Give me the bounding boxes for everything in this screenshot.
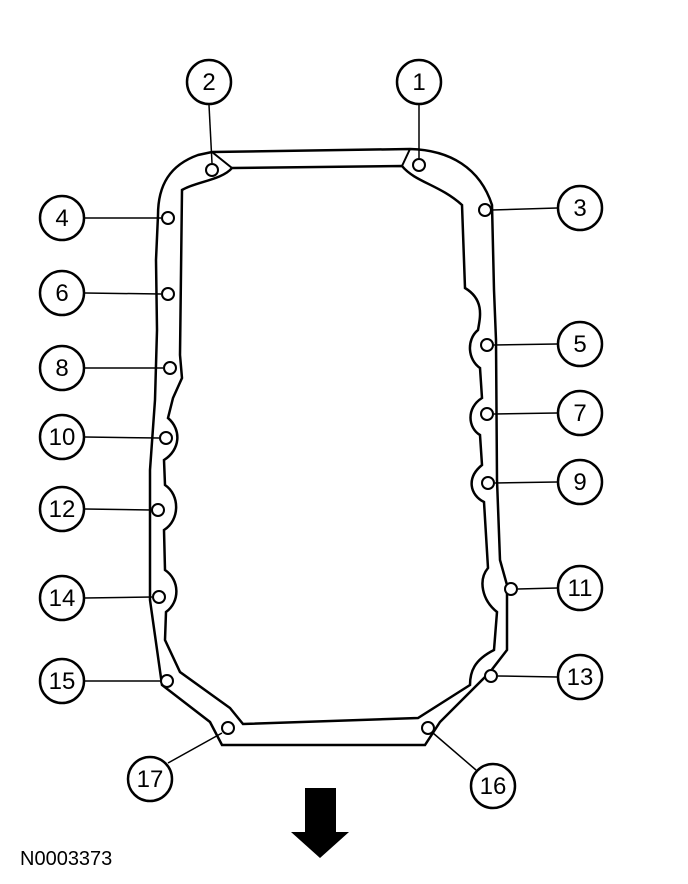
callout-circle-4 xyxy=(38,194,86,242)
bolt-callout-17: 17 xyxy=(126,721,235,803)
bolt-hole-3 xyxy=(478,203,492,217)
bolt-hole-17 xyxy=(221,721,235,735)
bolt-callout-11: 11 xyxy=(504,564,604,612)
callout-circle-6 xyxy=(38,269,86,317)
leader-line-11 xyxy=(517,587,558,590)
callout-circle-5 xyxy=(556,320,604,368)
bolt-hole-2 xyxy=(205,163,219,177)
bolt-hole-13 xyxy=(484,669,498,683)
bolt-hole-6 xyxy=(161,287,175,301)
callout-label-8: 8 xyxy=(55,355,68,382)
gasket-inner-outline xyxy=(162,164,499,726)
bolt-callout-2: 2 xyxy=(185,58,233,177)
callout-circle-8 xyxy=(38,344,86,392)
bolt-callout-4: 4 xyxy=(38,194,175,242)
callout-circle-2 xyxy=(185,58,233,106)
bolt-hole-12 xyxy=(151,503,165,517)
leader-line-10 xyxy=(84,436,160,439)
callout-circle-17 xyxy=(126,755,174,803)
callout-circle-13 xyxy=(556,653,604,701)
leader-line-7 xyxy=(493,412,558,415)
callout-label-3: 3 xyxy=(573,195,586,222)
bolt-hole-14 xyxy=(152,590,166,604)
callout-label-15: 15 xyxy=(49,668,76,695)
callout-circle-3 xyxy=(556,184,604,232)
bolt-callout-1: 1 xyxy=(395,58,443,172)
callout-label-11: 11 xyxy=(568,575,593,602)
leader-line-6 xyxy=(84,292,162,295)
callout-circle-15 xyxy=(38,657,86,705)
bolt-hole-4 xyxy=(161,211,175,225)
bolt-callout-15: 15 xyxy=(38,657,174,705)
callout-label-10: 10 xyxy=(49,424,76,451)
callout-label-13: 13 xyxy=(567,664,594,691)
bolt-hole-11 xyxy=(504,582,518,596)
bolt-callout-12: 12 xyxy=(38,485,165,533)
leader-line-13 xyxy=(497,675,558,678)
leader-line-3 xyxy=(491,207,558,211)
leader-line-14 xyxy=(84,596,153,599)
callout-label-7: 7 xyxy=(573,400,586,427)
gasket-outer-outline xyxy=(148,147,509,747)
bolt-callout-7: 7 xyxy=(480,389,604,437)
leader-line-12 xyxy=(84,508,152,511)
callout-label-12: 12 xyxy=(49,496,76,523)
bolt-callout-16: 16 xyxy=(421,721,517,810)
bolt-hole-8 xyxy=(163,361,177,375)
callout-label-16: 16 xyxy=(480,773,507,800)
bolt-callout-13: 13 xyxy=(484,653,604,701)
callout-circle-10 xyxy=(38,413,86,461)
callout-circle-7 xyxy=(556,389,604,437)
gasket-notch-left xyxy=(211,151,233,169)
callout-label-6: 6 xyxy=(55,280,68,307)
callout-circle-16 xyxy=(469,762,517,810)
bolt-callout-8: 8 xyxy=(38,344,177,392)
bolt-callout-6: 6 xyxy=(38,269,175,317)
bolt-callout-10: 10 xyxy=(38,413,173,461)
gasket-notch-right xyxy=(401,148,411,167)
callout-circle-1 xyxy=(395,58,443,106)
bolt-callout-5: 5 xyxy=(480,320,604,368)
bolt-callout-14: 14 xyxy=(38,574,166,622)
bolt-hole-9 xyxy=(481,476,495,490)
bolt-hole-1 xyxy=(412,158,426,172)
callout-label-1: 1 xyxy=(412,69,425,96)
bolt-callout-3: 3 xyxy=(478,184,604,232)
bolt-callout-9: 9 xyxy=(481,458,604,506)
callout-label-4: 4 xyxy=(55,205,68,232)
leader-line-17 xyxy=(167,732,223,764)
leader-line-2 xyxy=(208,104,213,164)
callout-label-2: 2 xyxy=(202,69,215,96)
front-direction-arrow-icon xyxy=(291,788,349,858)
figure-id: N0003373 xyxy=(20,848,113,870)
leader-line-9 xyxy=(494,481,558,484)
bolt-hole-16 xyxy=(421,721,435,735)
callout-label-17: 17 xyxy=(137,766,164,793)
callout-label-9: 9 xyxy=(573,469,586,496)
callout-circle-14 xyxy=(38,574,86,622)
bolt-hole-5 xyxy=(480,338,494,352)
leader-line-5 xyxy=(493,343,558,346)
bolt-hole-7 xyxy=(480,407,494,421)
callout-circle-12 xyxy=(38,485,86,533)
callout-circle-11 xyxy=(556,564,604,612)
leader-line-16 xyxy=(432,732,477,771)
callout-label-14: 14 xyxy=(49,585,76,612)
bolt-hole-10 xyxy=(159,431,173,445)
callout-label-5: 5 xyxy=(573,331,586,358)
bolt-hole-15 xyxy=(160,674,174,688)
callout-circle-9 xyxy=(556,458,604,506)
